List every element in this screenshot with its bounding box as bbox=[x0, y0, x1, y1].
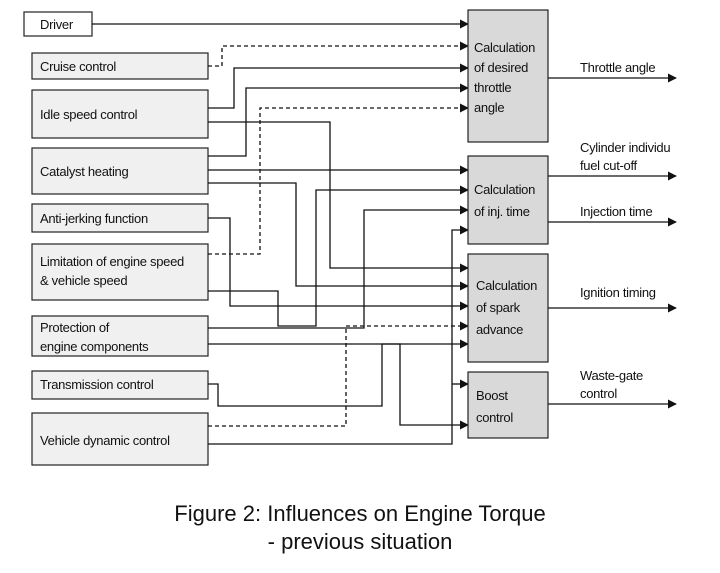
source-anti-jerking-label: Anti-jerking function bbox=[40, 211, 148, 226]
source-limitation-label-2: & vehicle speed bbox=[40, 273, 127, 288]
source-cruise-control: Cruise control bbox=[31, 52, 209, 80]
line-protection-boost bbox=[208, 343, 469, 430]
source-limitation-label-1: Limitation of engine speed bbox=[40, 254, 184, 269]
line-limitation-injection bbox=[208, 185, 469, 327]
caption-line-2: - previous situation bbox=[267, 529, 453, 554]
calc-throttle-line3: throttle bbox=[474, 80, 511, 95]
source-driver-label: Driver bbox=[40, 17, 74, 32]
output-injection-time: Injection time bbox=[580, 204, 652, 219]
line-vdc-spark bbox=[208, 321, 469, 427]
calc-spark: Calculation of spark advance bbox=[467, 253, 549, 363]
output-fuel-cutoff-1: Cylinder individu bbox=[580, 140, 670, 155]
calc-boost-line1: Boost bbox=[476, 388, 508, 403]
source-catalyst-heating-label: Catalyst heating bbox=[40, 164, 128, 179]
line-antijerk-spark bbox=[208, 217, 469, 311]
source-limitation: Limitation of engine speed & vehicle spe… bbox=[31, 243, 209, 301]
line-idle-spark bbox=[208, 121, 469, 273]
line-limitation-throttle bbox=[208, 103, 469, 255]
source-idle-speed-control: Idle speed control bbox=[31, 89, 209, 139]
source-driver: Driver bbox=[23, 11, 93, 37]
source-protection: Protection of engine components bbox=[31, 315, 209, 357]
calc-spark-line3: advance bbox=[476, 322, 523, 337]
caption-line-1: Figure 2: Influences on Engine Torque bbox=[174, 501, 546, 526]
output-ignition-timing: Ignition timing bbox=[580, 285, 656, 300]
source-catalyst-heating: Catalyst heating bbox=[31, 147, 209, 195]
calc-throttle-line1: Calculation bbox=[474, 40, 535, 55]
output-fuel-cutoff-2: fuel cut-off bbox=[580, 158, 638, 173]
calc-injection: Calculation of inj. time bbox=[467, 155, 549, 245]
line-vdc-injection bbox=[208, 225, 469, 445]
source-protection-label-2: engine components bbox=[40, 339, 149, 354]
figure-caption: Figure 2: Influences on Engine Torque - … bbox=[0, 500, 720, 556]
calc-throttle-line4: angle bbox=[474, 100, 504, 115]
output-waste-gate-1: Waste-gate bbox=[580, 368, 643, 383]
source-protection-label-1: Protection of bbox=[40, 320, 110, 335]
calc-injection-line1: Calculation bbox=[474, 182, 535, 197]
line-transmission-spark bbox=[208, 339, 469, 407]
output-throttle-angle: Throttle angle bbox=[580, 60, 655, 75]
calc-throttle-line2: of desired bbox=[474, 60, 528, 75]
engine-torque-diagram: Driver Cruise control Idle speed control… bbox=[23, 9, 677, 466]
source-vehicle-dynamic-control: Vehicle dynamic control bbox=[31, 412, 209, 466]
source-vehicle-dynamic-control-label: Vehicle dynamic control bbox=[40, 433, 170, 448]
source-cruise-control-label: Cruise control bbox=[40, 59, 116, 74]
line-catalyst-spark bbox=[208, 182, 469, 291]
calc-boost: Boost control bbox=[467, 371, 549, 439]
calc-spark-line1: Calculation bbox=[476, 278, 537, 293]
line-protection-injection bbox=[208, 205, 469, 329]
output-waste-gate-2: control bbox=[580, 386, 617, 401]
source-transmission-control-label: Transmission control bbox=[40, 377, 154, 392]
connections bbox=[92, 19, 677, 445]
source-transmission-control: Transmission control bbox=[31, 370, 209, 400]
source-idle-speed-control-label: Idle speed control bbox=[40, 107, 138, 122]
line-cruise-throttle bbox=[208, 41, 469, 67]
source-anti-jerking: Anti-jerking function bbox=[31, 203, 209, 233]
line-catalyst-throttle bbox=[208, 83, 469, 157]
calc-boost-line2: control bbox=[476, 410, 513, 425]
calc-spark-line2: of spark bbox=[476, 300, 521, 315]
calc-injection-line2: of inj. time bbox=[474, 204, 530, 219]
calc-throttle: Calculation of desired throttle angle bbox=[467, 9, 549, 143]
line-idle-throttle bbox=[208, 63, 469, 109]
